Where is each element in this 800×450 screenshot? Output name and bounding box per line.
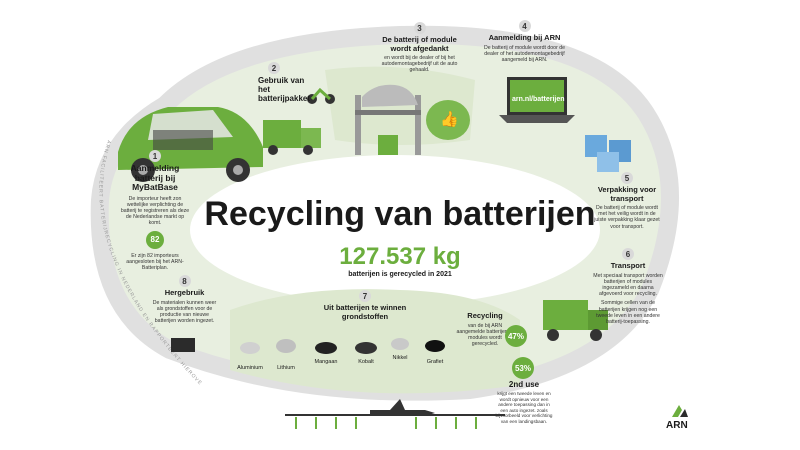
second-use-title: 2nd use xyxy=(508,380,540,389)
material-nikkel: Nikkel xyxy=(392,355,408,361)
step-6: 6 Transport Met speciaal transport worde… xyxy=(593,248,663,325)
recycling-badge: 47% xyxy=(505,325,527,347)
materials-icons xyxy=(240,338,445,354)
page-title: Recycling van batterijen xyxy=(204,195,596,233)
step-4-title: Aanmelding bij ARN xyxy=(488,33,561,42)
step-4: 4 Aanmelding bij ARN De batterij of modu… xyxy=(482,20,567,63)
stat-value: 127.537 kg xyxy=(339,243,461,270)
second-use-text: krijgt een tweede leven en wordt opnieuw… xyxy=(495,391,553,424)
step-3-number: 3 xyxy=(413,22,426,34)
step-4-number: 4 xyxy=(518,20,531,32)
transport-truck-icon xyxy=(543,300,608,341)
recycling-text: van de bij ARN aangemelde batterijen of … xyxy=(456,322,514,348)
arn-link[interactable]: arn.nl/batterijen xyxy=(512,96,565,103)
step-5-title: Verpakking voor transport xyxy=(597,185,657,203)
containers-icon xyxy=(585,135,631,172)
step-1-title: Aanmelding batterij bij MyBatBase xyxy=(130,163,180,192)
laptop-icon xyxy=(499,77,575,123)
arn-logo-icon xyxy=(672,405,688,417)
step-3-text: en wordt bij de dealer of bij het autode… xyxy=(381,55,458,74)
arn-logo: ARN xyxy=(666,420,688,431)
step-5-number: 5 xyxy=(621,172,633,184)
step-2-title: Gebruik van het batterijpakket xyxy=(258,76,311,103)
step-8-title: Hergebruik xyxy=(164,288,205,297)
material-mangaan: Mangaan xyxy=(314,359,338,365)
step-1-note: Er zijn 82 importeurs aangesloten bij he… xyxy=(126,252,184,271)
car-lift-icon xyxy=(355,84,421,155)
materials-row: Aluminium Lithium Mangaan Kobalt Nikkel … xyxy=(230,330,450,375)
step-2: 2 Gebruik van het batterijpakket xyxy=(258,62,311,103)
step-8: 8 Hergebruik De materialen kunnen weer a… xyxy=(152,275,217,324)
step-4-text: De batterij of module wordt door de deal… xyxy=(483,44,566,63)
step-1: 1 Aanmelding batterij bij MyBatBase De i… xyxy=(120,150,190,271)
step-1-text: De importeur heeft zon wettelijke verpli… xyxy=(120,195,190,227)
step-2-number: 2 xyxy=(268,62,280,74)
step-5: 5 Verpakking voor transport De batterij … xyxy=(592,172,662,230)
step-7-number: 7 xyxy=(359,290,371,302)
step-7: 7 Uit batterijen te winnen grondstoffen xyxy=(300,290,430,321)
step-6-text-2: Sommige cellen van de batterijen krijgen… xyxy=(596,300,660,325)
motorbike-icon xyxy=(307,87,335,104)
material-lithium: Lithium xyxy=(277,365,295,371)
second-use-badge: 53% xyxy=(512,357,534,379)
battery-module-icon xyxy=(171,338,195,352)
step-8-text: De materialen kunnen weer als grondstoff… xyxy=(152,299,217,325)
truck-icon xyxy=(263,120,321,155)
material-kobalt: Kobalt xyxy=(358,359,374,365)
step-3: 3 De batterij of module wordt afgedankt … xyxy=(372,22,467,74)
thumbs-up-icon: 👍 xyxy=(440,111,459,128)
material-grafiet: Grafiet xyxy=(426,359,444,365)
step-3-title: De batterij of module wordt afgedankt xyxy=(382,35,457,53)
step-6-text: Met speciaal transport worden batterijen… xyxy=(593,272,663,298)
second-use-block: 2nd use krijgt een tweede leven en wordt… xyxy=(494,380,554,424)
stat-label: batterijen is gerecycled in 2021 xyxy=(348,271,452,278)
step-7-title: Uit batterijen te winnen grondstoffen xyxy=(323,303,407,321)
step-1-badge: 82 xyxy=(146,230,164,249)
step-1-number: 1 xyxy=(149,150,161,162)
recycling-block: Recycling van de bij ARN aangemelde batt… xyxy=(455,311,515,348)
step-6-number: 6 xyxy=(622,248,634,260)
step-6-title: Transport xyxy=(610,261,646,270)
recycling-title: Recycling xyxy=(467,311,503,320)
runway-illustration xyxy=(285,399,505,429)
step-5-text: De batterij of module wordt met het veil… xyxy=(594,205,660,230)
material-aluminium: Aluminium xyxy=(237,365,263,371)
step-8-number: 8 xyxy=(178,275,191,287)
